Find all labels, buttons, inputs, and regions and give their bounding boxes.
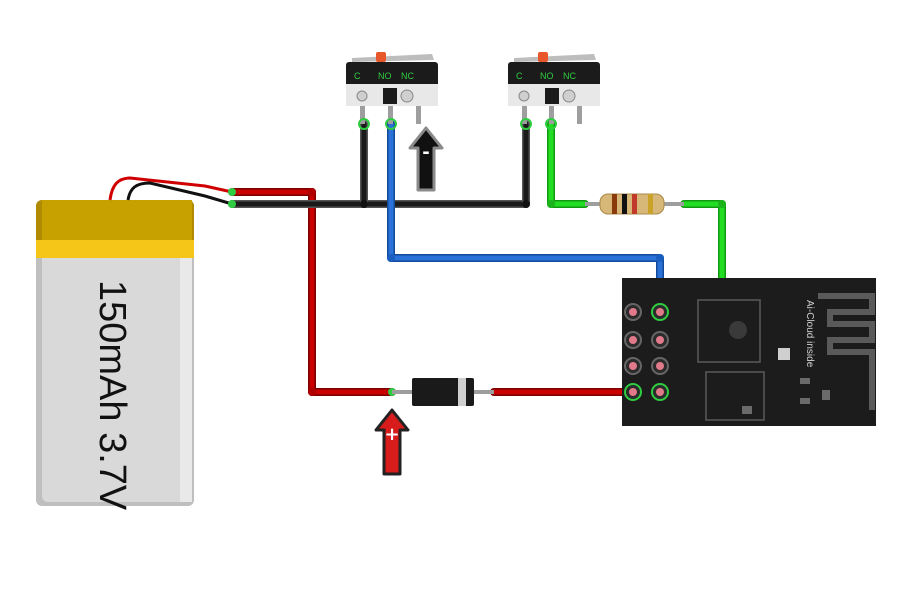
module-header-pins bbox=[624, 303, 669, 401]
battery-body bbox=[42, 200, 192, 502]
battery-cap-band bbox=[36, 240, 194, 258]
switch-right-button bbox=[538, 52, 548, 62]
battery-label: 150mAh 3.7V bbox=[91, 280, 133, 511]
switch-left-label-c: C bbox=[354, 71, 361, 81]
switch-right: C NO NC bbox=[508, 52, 600, 130]
module-flash-chip bbox=[705, 371, 765, 421]
battery: 150mAh 3.7V bbox=[36, 200, 194, 511]
battery-lead-red bbox=[108, 176, 233, 201]
junction-dots bbox=[228, 188, 726, 396]
diode bbox=[392, 378, 494, 406]
wire-red bbox=[228, 188, 636, 396]
negative-sign: - bbox=[422, 142, 429, 163]
negative-arrow: - bbox=[408, 126, 444, 192]
module-antenna bbox=[818, 293, 875, 410]
module-main-chip bbox=[697, 299, 761, 363]
battery-lead-black bbox=[126, 181, 233, 206]
switch-right-label-c: C bbox=[516, 71, 523, 81]
esp01-module: Ai-Cloud inside bbox=[622, 278, 876, 426]
switch-left-button bbox=[376, 52, 386, 62]
switch-right-label-nc: NC bbox=[563, 71, 576, 81]
switch-left-label-no: NO bbox=[378, 71, 392, 81]
resistor bbox=[585, 193, 684, 215]
wire-black bbox=[228, 120, 530, 208]
battery-highlight bbox=[180, 200, 192, 502]
switch-left-lever bbox=[352, 54, 434, 62]
positive-sign: + bbox=[384, 424, 399, 445]
switch-right-label-no: NO bbox=[540, 71, 554, 81]
switch-left-label-nc: NC bbox=[401, 71, 414, 81]
module-label: Ai-Cloud inside bbox=[804, 300, 815, 368]
positive-arrow: + bbox=[374, 408, 410, 476]
battery-cap bbox=[42, 200, 192, 240]
switch-left: C NO NC bbox=[346, 52, 438, 130]
switch-right-lever bbox=[514, 54, 596, 62]
